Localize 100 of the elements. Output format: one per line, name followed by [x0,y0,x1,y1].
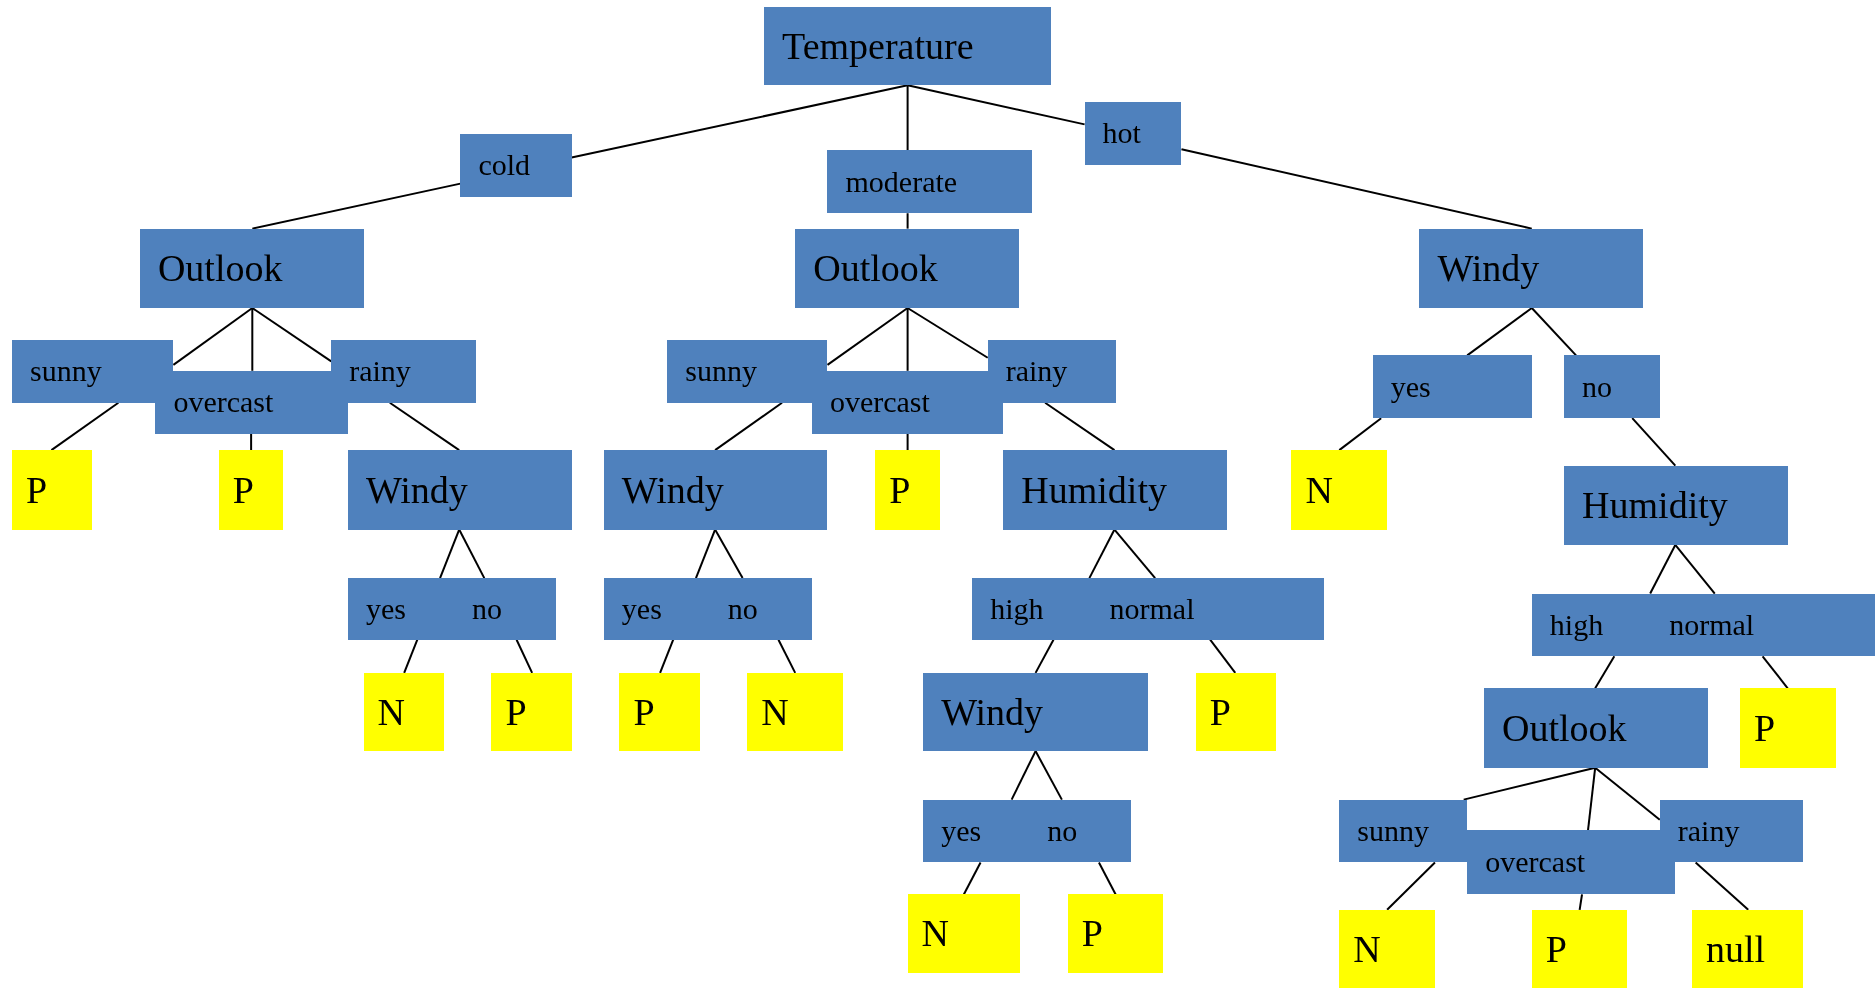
connector-line [1587,766,1597,832]
connector-line [515,638,534,674]
node-label: sunny [29,356,102,387]
leaf-box [747,672,843,752]
connector-line [1209,638,1237,674]
node-label: yes [1390,371,1431,402]
node-label: Outlook [157,249,283,288]
node-label: hot [1102,118,1141,149]
connector-line [714,528,744,580]
node-label: rainy [349,356,411,387]
connector-line [251,307,254,372]
decision-box [987,340,1116,403]
decision-box [1003,450,1227,530]
node-label: Outlook [813,249,938,288]
connector-line [659,638,675,674]
node-label: Windy [1437,249,1540,288]
node-label: P [25,470,48,509]
connector-line [1578,893,1584,911]
decision-box [923,672,1148,752]
leaf-box [491,672,572,752]
connector-line [439,528,461,580]
node-label: overcast [1485,847,1586,878]
node-label: overcast [173,387,274,418]
decision-box [972,578,1324,640]
connector-line [458,528,486,580]
connector-line [1631,417,1677,467]
node-label: Outlook [1501,708,1627,747]
node-label: P [1753,708,1775,747]
connector-line [1113,528,1157,580]
connector-line [250,432,253,452]
node-label: sunny [1357,816,1429,846]
node-label: N [761,692,789,731]
connector-line [1761,655,1789,690]
decision-box [1084,101,1182,165]
connector-line [906,307,989,359]
connector-line [1338,417,1383,452]
node-label: high [1549,609,1604,640]
decision-box [603,450,828,530]
node-label: Humidity [1021,470,1167,509]
decision-box [11,340,174,403]
leaf-box [1739,688,1836,768]
connector-line [906,212,909,230]
connector-line [251,182,462,230]
connector-line [906,84,1086,126]
connector-line [1674,543,1716,595]
decision-box [827,150,1032,214]
connector-line [906,307,909,372]
connector-line [1180,148,1533,230]
node-label: P [889,470,911,509]
node-label: no [1047,816,1078,846]
decision-box [331,340,476,403]
connector-line [1649,543,1677,595]
connector-line [1010,750,1037,801]
node-label: null [1706,929,1766,968]
decision-box [347,578,557,640]
connector-line [1462,766,1597,801]
connector-line [1594,655,1616,690]
connector-line [777,638,797,674]
decision-box [1483,688,1708,768]
leaf-box [619,672,700,752]
connector-line [1530,307,1578,357]
node-label: yes [621,593,662,624]
connector-line [1034,638,1055,674]
decision-box [795,228,1019,308]
connector-line [906,84,909,152]
node-label: normal [1109,593,1195,624]
decision-box [667,340,828,403]
node-label: Windy [941,692,1044,731]
decision-box [347,450,572,530]
leaf-box [875,450,940,530]
decision-box [139,228,364,308]
connector-line [694,528,717,580]
node-label: Humidity [1582,486,1728,525]
node-label: cold [478,150,531,181]
node-label: rainy [1005,356,1068,387]
connector-line [962,861,982,896]
node-label: P [1081,914,1103,953]
node-label: high [990,593,1044,624]
connector-line [1097,861,1117,896]
connector-line [714,401,784,452]
node-label: no [727,593,758,624]
leaf-box [907,894,1020,973]
leaf-box [1339,909,1435,988]
decision-box [460,133,572,197]
connector-line [1594,766,1661,821]
leaf-box [1195,672,1276,752]
node-label: P [1209,692,1231,731]
node-label: rainy [1677,816,1740,846]
decision-box [764,7,1052,86]
node-label: no [1582,371,1613,402]
decision-box [1564,355,1660,419]
node-label: moderate [845,166,958,197]
decision-box [603,578,812,640]
node-label: N [921,914,950,953]
leaf-box [1692,909,1804,988]
node-label: Temperature [782,27,974,66]
connector-line [570,84,909,159]
decision-box [1419,228,1643,308]
connector-line [50,401,120,452]
connector-line [1088,528,1116,580]
